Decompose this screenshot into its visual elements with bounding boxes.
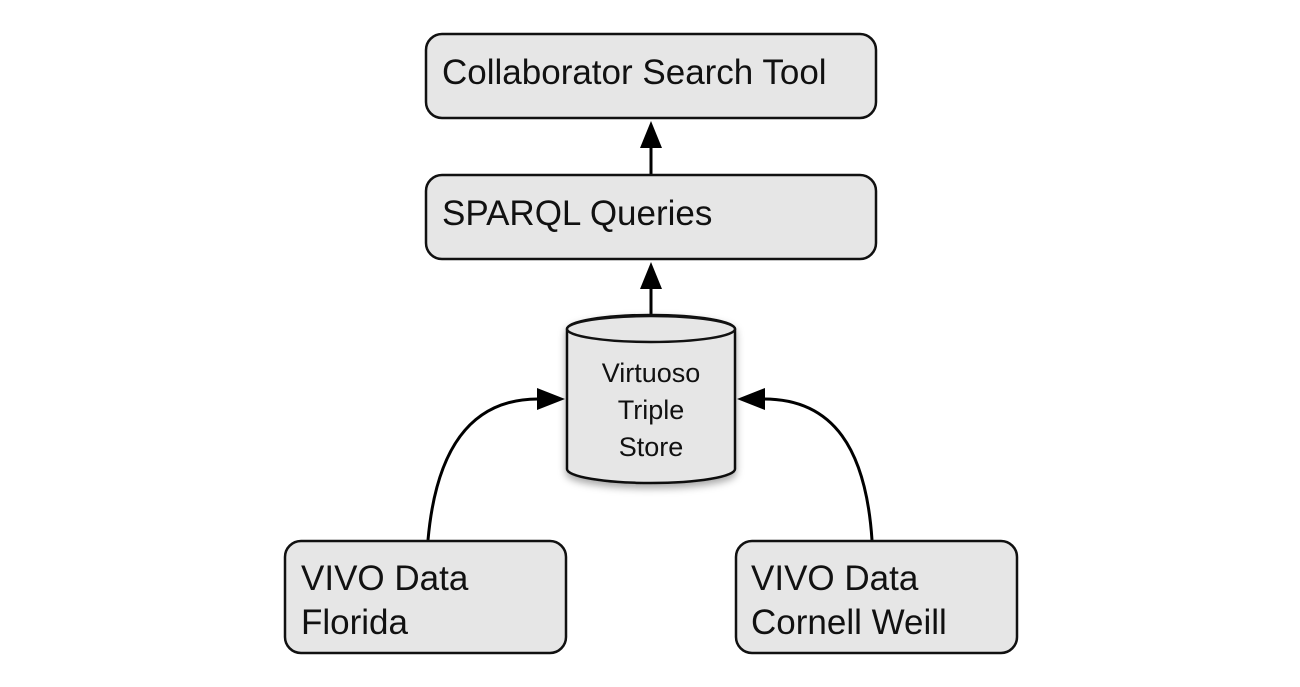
node-box — [424, 173, 878, 261]
node-virtuoso-triple-store: Virtuoso Triple Store — [565, 313, 737, 485]
node-label-line: Triple — [618, 395, 685, 425]
edge-cornell-to-store — [737, 388, 874, 541]
node-label-line: Virtuoso — [602, 358, 701, 388]
node-vivo-data-florida: VIVO Data Florida — [283, 539, 568, 655]
node-label-line: VIVO Data — [751, 559, 919, 598]
edge-sparql-to-tool — [640, 121, 662, 174]
cylinder-top — [565, 314, 737, 344]
node-label: SPARQL Queries — [442, 194, 712, 233]
arrowhead-icon — [537, 388, 565, 410]
edge-curve — [763, 397, 874, 541]
node-box — [283, 539, 568, 655]
node-label-line: Cornell Weill — [751, 603, 947, 642]
node-label-line: VIVO Data — [301, 559, 469, 598]
node-box — [734, 539, 1019, 655]
node-vivo-data-cornell-weill: VIVO Data Cornell Weill — [734, 539, 1019, 655]
node-label-line: Florida — [301, 603, 409, 642]
node-label-line: Store — [619, 432, 684, 462]
edge-florida-to-store — [426, 388, 565, 541]
node-collaborator-search-tool: Collaborator Search Tool — [424, 32, 878, 120]
node-box — [424, 32, 878, 120]
node-label: Collaborator Search Tool — [442, 53, 827, 92]
arrowhead-icon — [737, 388, 765, 410]
arrowhead-icon — [640, 121, 662, 148]
arrowhead-icon — [640, 262, 662, 289]
edge-curve — [426, 397, 539, 541]
edge-store-to-sparql — [640, 262, 662, 316]
node-sparql-queries: SPARQL Queries — [424, 173, 878, 261]
